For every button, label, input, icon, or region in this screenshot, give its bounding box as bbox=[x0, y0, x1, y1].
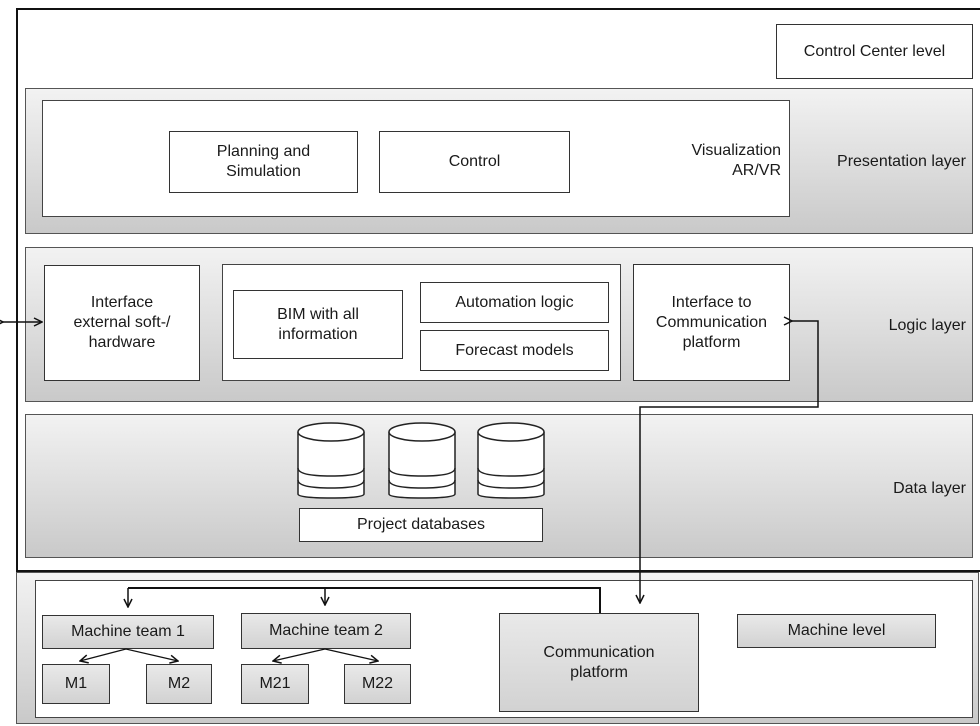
presentation-layer-label: Presentation layer bbox=[837, 153, 966, 170]
machine-team-1-box: Machine team 1 bbox=[42, 615, 214, 649]
automation-logic-box: Automation logic bbox=[420, 282, 609, 323]
database-icon bbox=[388, 422, 456, 499]
database-icon bbox=[477, 422, 545, 499]
control-box: Control bbox=[379, 131, 570, 193]
communication-platform-box: Communication platform bbox=[499, 613, 699, 712]
control-center-level-label: Control Center level bbox=[776, 24, 973, 79]
machine-m2-box: M2 bbox=[146, 664, 212, 704]
machine-m22-box: M22 bbox=[344, 664, 411, 704]
machine-m21-box: M21 bbox=[241, 664, 309, 704]
forecast-models-box: Forecast models bbox=[420, 330, 609, 371]
interface-external-box: Interface external soft-/ hardware bbox=[44, 265, 200, 381]
machine-team-2-box: Machine team 2 bbox=[241, 613, 411, 649]
logic-layer-label: Logic layer bbox=[888, 317, 966, 334]
bim-box: BIM with all information bbox=[233, 290, 403, 359]
visualization-label: Visualization AR/VR bbox=[691, 142, 781, 179]
data-layer-label: Data layer bbox=[893, 480, 966, 497]
machine-m1-box: M1 bbox=[42, 664, 110, 704]
machine-level-label: Machine level bbox=[737, 614, 936, 648]
database-icon bbox=[297, 422, 365, 499]
interface-communication-box: Interface to Communication platform bbox=[633, 264, 790, 381]
project-databases-box: Project databases bbox=[299, 508, 543, 542]
planning-simulation-box: Planning and Simulation bbox=[169, 131, 358, 193]
